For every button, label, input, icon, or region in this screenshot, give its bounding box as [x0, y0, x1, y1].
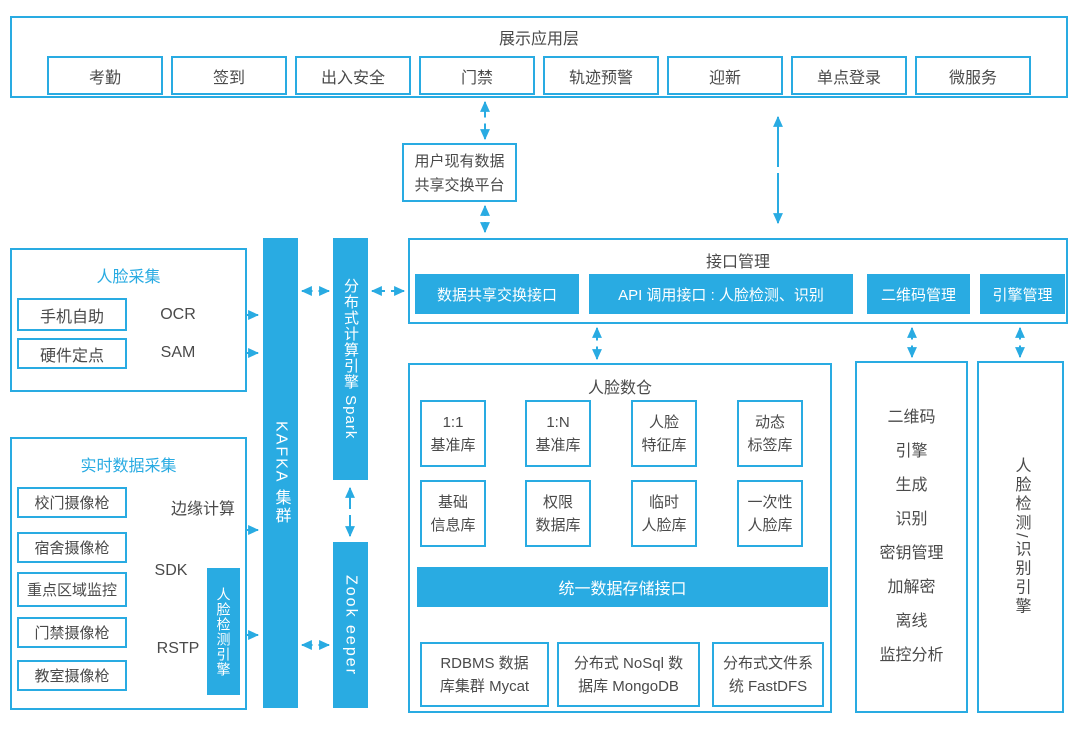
face-collection-title: 人脸采集 [96, 269, 161, 286]
face-detect-engine-bar: 人脸检测引擎 [207, 568, 240, 695]
camera-access-control: 门禁摄像枪 [17, 617, 127, 648]
sam-label: SAM [150, 343, 206, 363]
camera-classroom: 教室摄像枪 [17, 660, 127, 691]
qr-engine-line: 识别 [895, 511, 928, 528]
api-call-interface[interactable]: API 调用接口 : 人脸检测、识别 [589, 274, 853, 314]
app-layer-panel: 展示应用层 考勤 签到 出入安全 门禁 轨迹预警 迎新 单点登录 微服务 [10, 16, 1068, 98]
db-fastdfs: 分布式文件系统 FastDFS [712, 642, 824, 707]
spark-engine-bar: 分布式计算引擎 Spark [333, 238, 368, 480]
face-warehouse-title: 人脸数仓 [587, 380, 652, 397]
db-rdbms-mycat: RDBMS 数据库集群 Mycat [420, 642, 549, 707]
hardware-fixed-box: 硬件定点 [17, 338, 127, 369]
qr-code-mgmt[interactable]: 二维码管理 [867, 274, 970, 314]
exchange-platform-box: 用户现有数据 共享交换平台 [402, 143, 517, 202]
lib-temp-face: 临时人脸库 [631, 480, 697, 547]
lib-basic-info: 基础信息库 [420, 480, 486, 547]
lib-onetime-face: 一次性人脸库 [737, 480, 803, 547]
data-exchange-interface[interactable]: 数据共享交换接口 [415, 274, 579, 314]
app-button-attendance[interactable]: 考勤 [47, 56, 163, 95]
qr-engine-line: 引擎 [895, 443, 928, 460]
app-button-sso[interactable]: 单点登录 [791, 56, 907, 95]
camera-dormitory: 宿舍摄像枪 [17, 532, 127, 563]
edge-computing-label: 边缘计算 [170, 501, 235, 518]
camera-school-gate: 校门摄像枪 [17, 487, 127, 518]
camera-key-area-monitor: 重点区域监控 [17, 572, 127, 607]
lib-face-feature: 人脸特征库 [631, 400, 697, 467]
app-button-entry-security[interactable]: 出入安全 [295, 56, 411, 95]
app-button-access-control[interactable]: 门禁 [419, 56, 535, 95]
sdk-label: SDK [154, 562, 188, 579]
app-button-welcome[interactable]: 迎新 [667, 56, 783, 95]
qr-engine-line: 监控分析 [879, 647, 944, 664]
app-layer-title: 展示应用层 [498, 31, 579, 48]
realtime-collection-title: 实时数据采集 [80, 458, 177, 475]
app-button-track-warning[interactable]: 轨迹预警 [543, 56, 659, 95]
rstp-label: RSTP [156, 640, 200, 657]
db-nosql-mongodb: 分布式 NoSql 数据库 MongoDB [557, 642, 700, 707]
unified-storage-interface-bar: 统一数据存储接口 [417, 567, 828, 607]
interface-mgmt-title: 接口管理 [705, 254, 770, 271]
app-layer-buttons: 考勤 签到 出入安全 门禁 轨迹预警 迎新 单点登录 微服务 [12, 56, 1066, 95]
qr-engine-line: 加解密 [887, 579, 936, 596]
app-button-checkin[interactable]: 签到 [171, 56, 287, 95]
mobile-self-service-box: 手机自助 [17, 298, 127, 331]
qr-engine-line: 生成 [895, 477, 928, 494]
exchange-platform-line1: 用户现有数据 [414, 153, 505, 170]
interface-mgmt-panel: 接口管理 数据共享交换接口 API 调用接口 : 人脸检测、识别 二维码管理 引… [408, 238, 1068, 324]
lib-permission-db: 权限数据库 [525, 480, 591, 547]
qr-engine-line: 密钥管理 [879, 545, 944, 562]
qr-engine-line: 二维码 [887, 409, 936, 426]
kafka-cluster-bar: KAFKA 集群 [263, 238, 298, 708]
app-button-microservice[interactable]: 微服务 [915, 56, 1031, 95]
engine-mgmt[interactable]: 引擎管理 [980, 274, 1065, 314]
qr-engine-panel: 二维码 引擎 生成 识别 密钥管理 加解密 离线 监控分析 [855, 361, 968, 713]
qr-engine-line: 离线 [895, 613, 928, 630]
face-detect-recognize-engine-panel: 人脸检测/识别引擎 [977, 361, 1064, 713]
lib-dynamic-tag: 动态标签库 [737, 400, 803, 467]
zookeeper-bar: Zook eeper [333, 542, 368, 708]
exchange-platform-line2: 共享交换平台 [414, 177, 505, 194]
ocr-label: OCR [150, 305, 206, 325]
